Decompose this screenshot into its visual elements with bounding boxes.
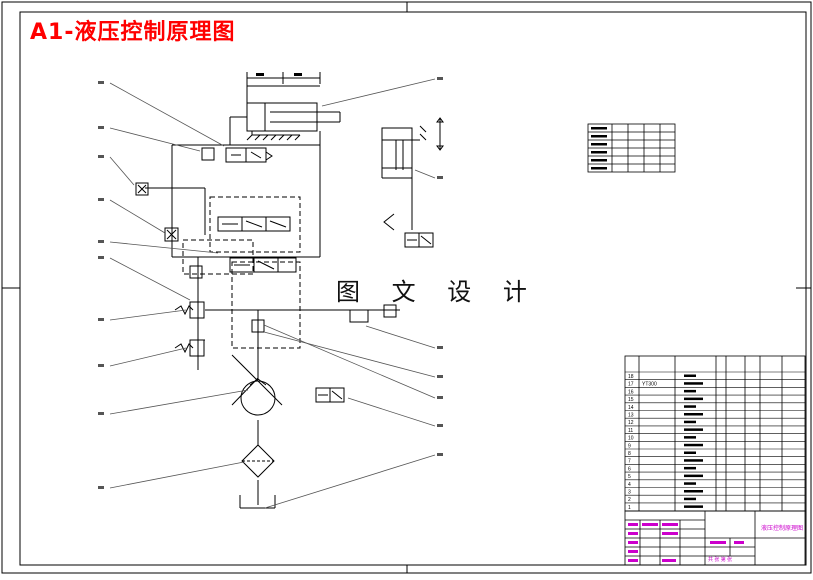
relief-valves bbox=[174, 301, 369, 357]
bom-row-number: 9 bbox=[628, 443, 631, 449]
watermark: 图 文 设 计 bbox=[336, 278, 539, 306]
main-cylinder bbox=[246, 72, 341, 141]
bom-row-name bbox=[684, 466, 696, 470]
title-block-fields bbox=[628, 523, 744, 562]
bom-row-name bbox=[684, 451, 696, 454]
solenoid-valves bbox=[217, 216, 297, 273]
bom-row-name bbox=[684, 497, 696, 501]
bom-row-number: 6 bbox=[628, 466, 631, 472]
title-block bbox=[624, 510, 806, 566]
dimension-label bbox=[294, 73, 302, 76]
bom-row-name bbox=[684, 428, 703, 431]
bom-row-name bbox=[684, 482, 696, 485]
bom-row-name bbox=[684, 405, 696, 408]
bom-row-number: 12 bbox=[628, 420, 634, 426]
bom-row-name bbox=[684, 397, 703, 401]
bom-row-number: 10 bbox=[628, 436, 634, 442]
parameter-table bbox=[587, 123, 676, 173]
bom-row-number: 15 bbox=[628, 397, 634, 403]
bom-row-name bbox=[684, 436, 696, 439]
bom-row-number: 17 bbox=[628, 382, 634, 388]
valve-block-outline bbox=[182, 196, 301, 349]
bom-row-number: 16 bbox=[628, 389, 634, 395]
bom-row-name bbox=[684, 382, 703, 385]
drawing-title: A1-液压控制原理图 bbox=[30, 20, 236, 45]
side-solenoid-valve bbox=[315, 387, 345, 403]
bom-row-number: 13 bbox=[628, 413, 634, 419]
filter bbox=[241, 444, 275, 478]
right-cylinder bbox=[381, 117, 444, 248]
bom-row-number: 5 bbox=[628, 474, 631, 480]
bom-row-number: 2 bbox=[628, 497, 631, 503]
bom-row-name bbox=[684, 389, 696, 393]
bom-row-number: 8 bbox=[628, 451, 631, 457]
bom-row-name bbox=[684, 490, 703, 493]
callout-labels bbox=[98, 77, 443, 489]
throttle-valves bbox=[135, 182, 397, 333]
bom-row-name bbox=[684, 505, 703, 508]
dimension-label bbox=[256, 73, 264, 76]
title-block-drawing-name: 液压控制原理图 bbox=[761, 524, 803, 532]
pump bbox=[231, 354, 283, 416]
bom-row-number: 14 bbox=[628, 405, 634, 411]
parameter-table-text bbox=[591, 127, 607, 170]
bom-row-number: 1 bbox=[628, 505, 631, 511]
bom-row-number: 18 bbox=[628, 374, 634, 380]
title-block-sheet-count: 共 张 第 张 bbox=[708, 556, 732, 563]
bom-row-name bbox=[684, 374, 696, 377]
bom-row-number: 7 bbox=[628, 459, 631, 465]
bom-row-name bbox=[684, 420, 696, 424]
bom-row-name bbox=[684, 443, 703, 447]
centering-marks bbox=[2, 2, 811, 573]
bom-row-number: 4 bbox=[628, 482, 631, 488]
directional-valve-top bbox=[201, 147, 273, 163]
bom-row-code: YT300 bbox=[642, 382, 657, 388]
bom-row-name bbox=[684, 459, 703, 462]
bom-row-name bbox=[684, 413, 703, 416]
bom-row-name bbox=[684, 474, 703, 478]
bom-row-number: 3 bbox=[628, 490, 631, 496]
main-circuit-lines bbox=[145, 116, 400, 509]
bom-row-number: 11 bbox=[628, 428, 633, 434]
callout-leaders bbox=[109, 78, 436, 509]
